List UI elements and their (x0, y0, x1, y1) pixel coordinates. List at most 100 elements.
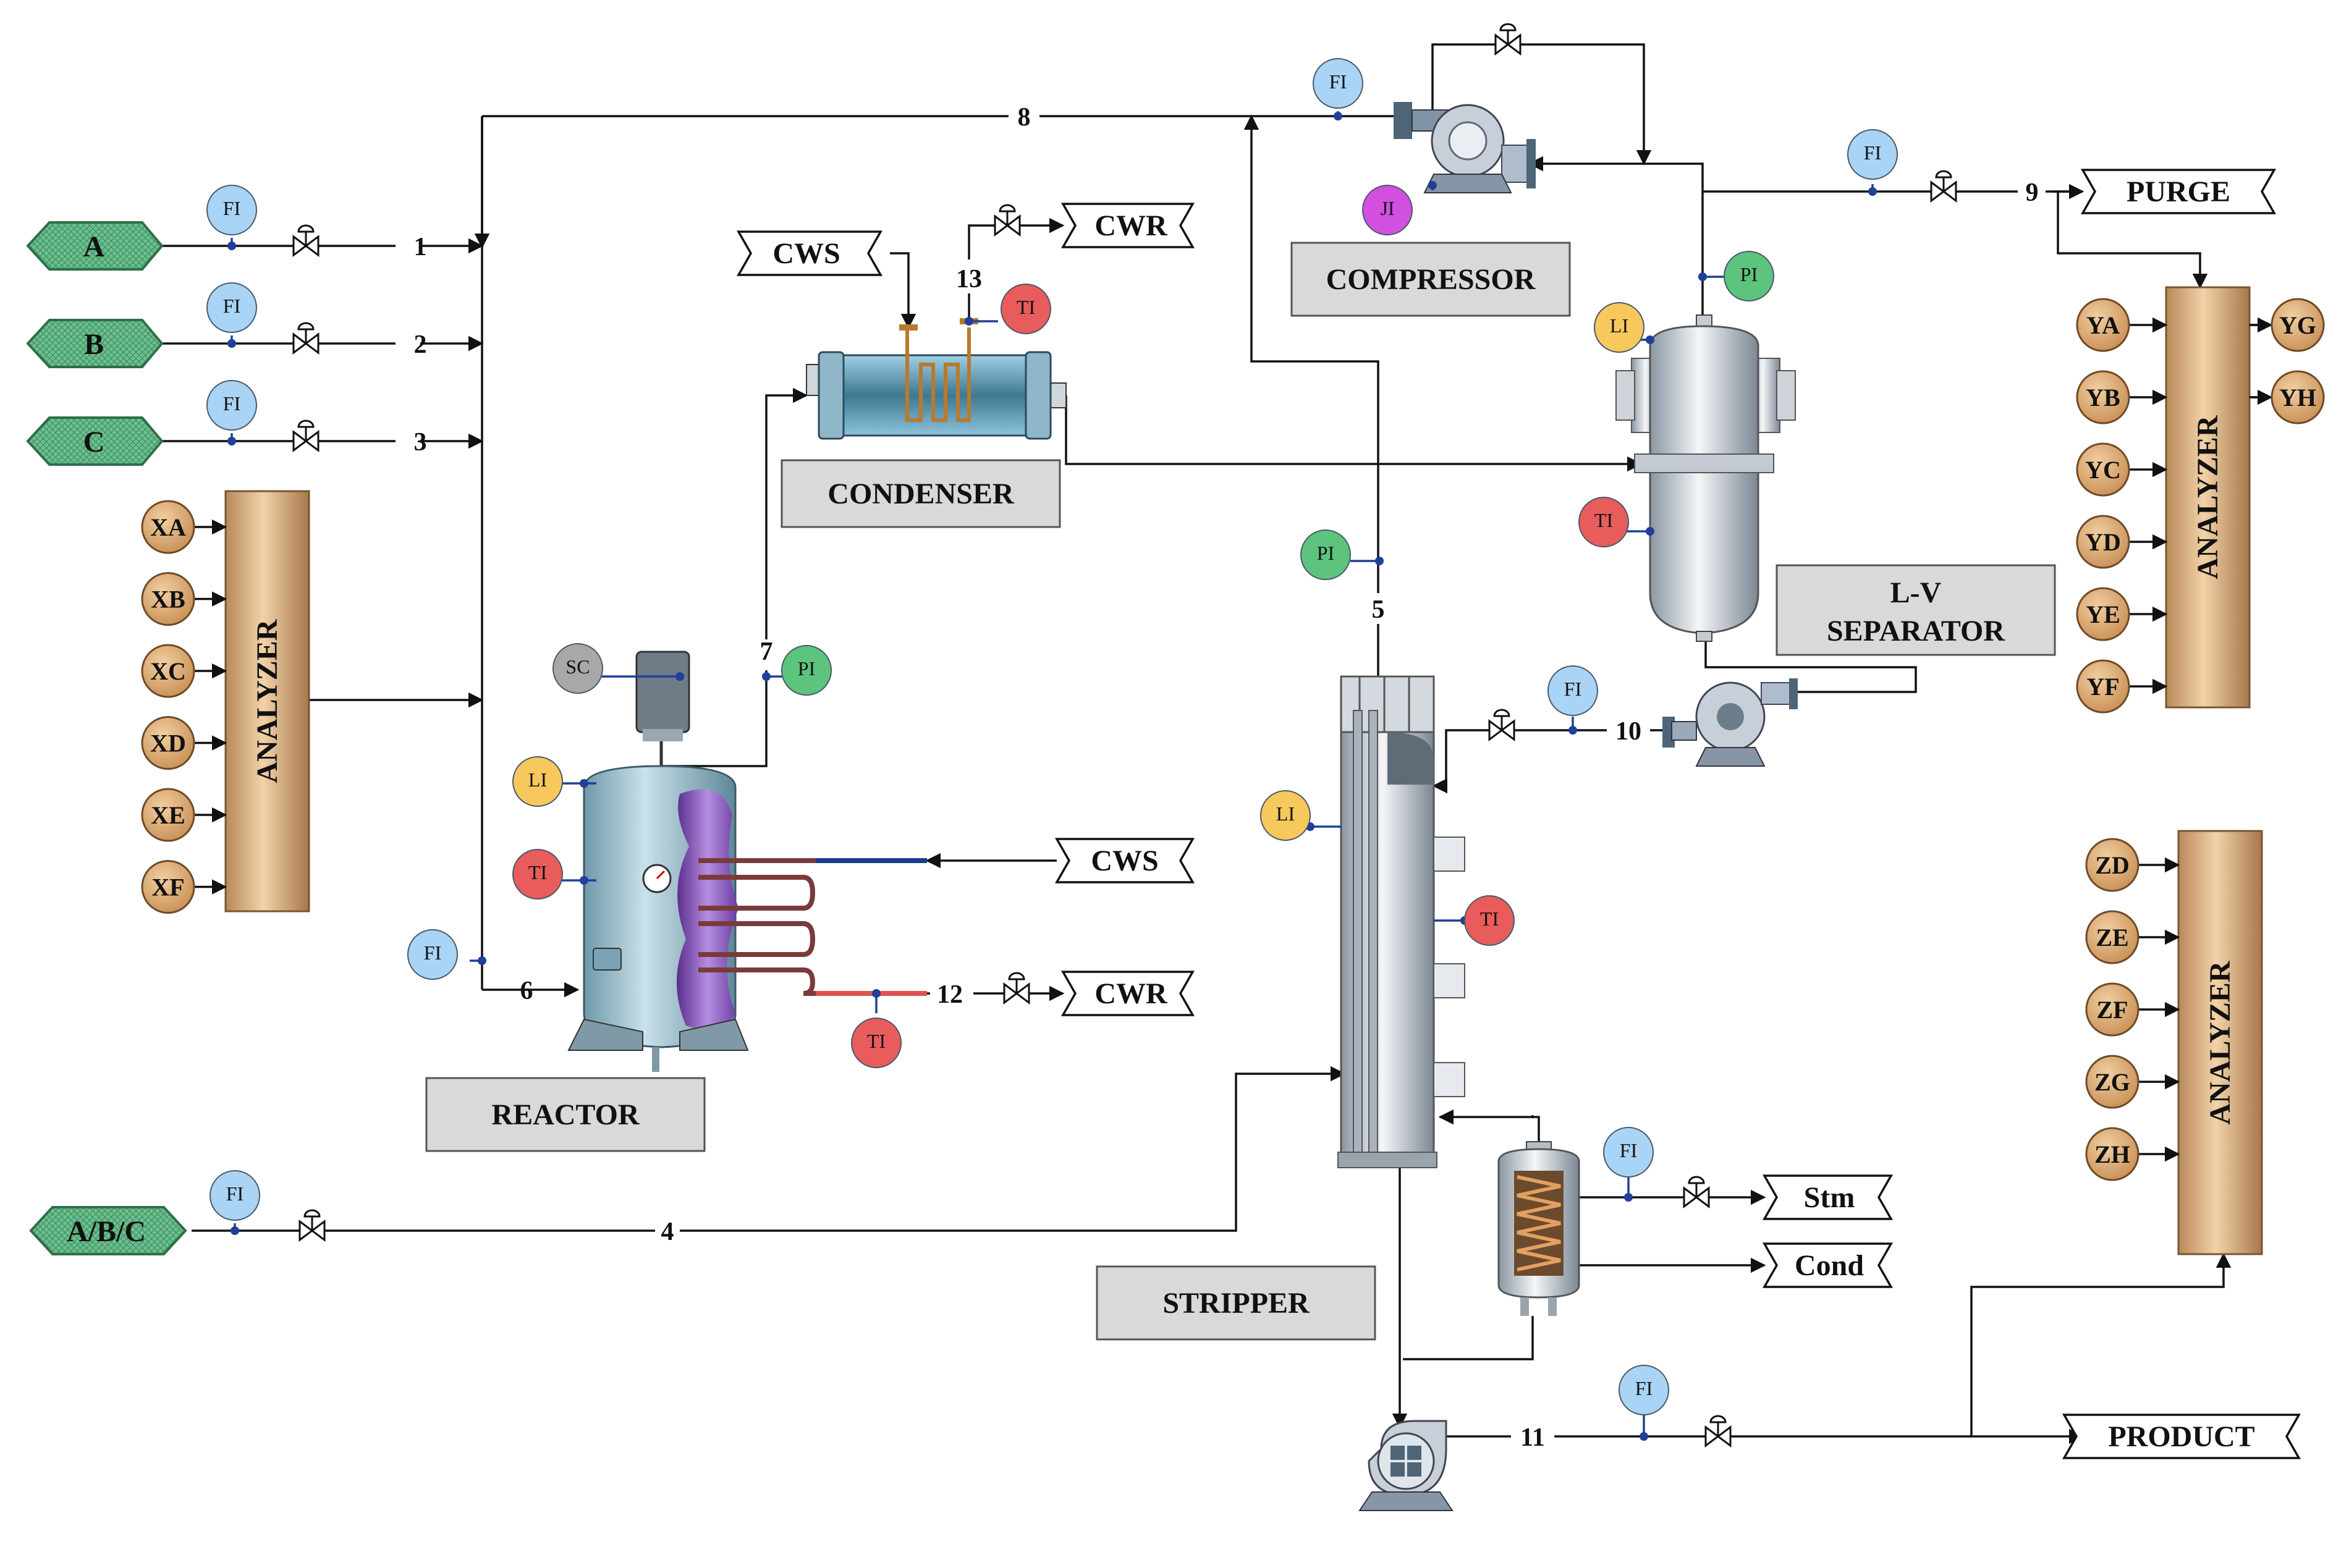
svg-text:YH: YH (2279, 384, 2316, 411)
tap-point (1646, 335, 1654, 344)
condenser-label: CONDENSER (827, 478, 1015, 510)
svg-text:CWS: CWS (772, 237, 840, 270)
stream-numbers: 1 2 3 4 5 6 7 8 9 10 11 12 13 (396, 99, 2046, 1454)
tap-point (1646, 527, 1654, 536)
tap-point (231, 1226, 239, 1235)
stream-5-label: 5 (1372, 596, 1385, 624)
svg-text:FI: FI (223, 295, 240, 317)
flag-cond: Cond (1762, 1242, 1894, 1288)
stream-2-label: 2 (414, 331, 427, 359)
feed-a-label: A (83, 230, 105, 263)
feed-sources: A B C A/B/C (26, 221, 187, 1255)
svg-text:XA: XA (150, 513, 186, 541)
svg-text:FI: FI (223, 197, 240, 219)
analyzer-tag-yd: YD (2076, 515, 2168, 569)
svg-text:JI: JI (1380, 197, 1394, 219)
fi-product: FI (1619, 1365, 1669, 1415)
stream-9-label: 9 (2026, 179, 2039, 207)
valve-cwr-condenser (994, 204, 1021, 237)
fi-steam: FI (1603, 1127, 1654, 1178)
stripper-label: STRIPPER (1162, 1287, 1310, 1320)
analyzer-tag-yc: YC (2076, 442, 2168, 497)
analyzer-tag-yb: YB (2076, 370, 2168, 424)
valve-bypass (1494, 23, 1522, 56)
separator-label-line2: SEPARATOR (1827, 615, 2005, 647)
stream-13-label: 13 (956, 265, 982, 293)
separator-label-line1: L-V (1890, 576, 1942, 609)
process-lines (162, 43, 2273, 1444)
tap-point (1334, 112, 1342, 120)
flag-purge: PURGE (2080, 169, 2277, 214)
analyzer-tag-yg: YG (2250, 298, 2326, 352)
svg-text:ZE: ZE (2096, 924, 2128, 951)
reactor-label: REACTOR (491, 1098, 640, 1131)
analyzer-tag-xe: XE (141, 788, 227, 842)
svg-text:ZD: ZD (2095, 851, 2130, 879)
svg-text:LI: LI (1276, 803, 1295, 825)
analyzer-z-tags: ZD ZE ZF ZG ZH (2085, 838, 2180, 1181)
svg-text:XB: XB (151, 586, 185, 613)
svg-text:FI: FI (1864, 141, 1881, 164)
svg-text:XC: XC (150, 657, 186, 685)
svg-text:XF: XF (151, 874, 184, 901)
analyzer-tag-yf: YF (2076, 659, 2168, 714)
tap-point (1698, 272, 1707, 281)
analyzer-tag-ze: ZE (2085, 910, 2180, 964)
feed-b-label: B (84, 328, 104, 361)
fi-stream-10: FI (1547, 665, 1598, 716)
svg-text:CWR: CWR (1094, 209, 1168, 242)
reboiler (1497, 1141, 1580, 1316)
svg-text:LI: LI (528, 769, 547, 791)
compressor-name-box: COMPRESSOR (1290, 242, 1571, 317)
separator-pump (1662, 678, 1798, 767)
valve-product (1704, 1415, 1732, 1448)
svg-text:ZF: ZF (2096, 996, 2128, 1024)
analyzer-tag-xf: XF (141, 860, 227, 914)
svg-text:SC: SC (565, 655, 590, 678)
tap-point (762, 672, 771, 681)
analyzer-y-label: ANALYZER (2191, 415, 2224, 579)
svg-text:PI: PI (798, 657, 815, 680)
stream-10-label: 10 (1615, 717, 1641, 746)
analyzer-x: ANALYZER (224, 490, 310, 913)
tap-point (1375, 557, 1384, 565)
flag-cws-reactor: CWS (1054, 838, 1195, 883)
valve-feed-b (292, 322, 320, 355)
separator-name-box: L-V SEPARATOR (1776, 564, 2056, 656)
fi-feed-b: FI (206, 282, 257, 333)
pi-stream-5: PI (1300, 529, 1351, 580)
analyzer-z-label: ANALYZER (2204, 960, 2237, 1124)
svg-text:TI: TI (1480, 908, 1499, 930)
ti-reactor: TI (512, 849, 563, 900)
svg-text:TI: TI (1017, 296, 1035, 318)
stream-3-label: 3 (414, 428, 427, 457)
stream-7-label: 7 (760, 638, 773, 666)
analyzer-tag-xa: XA (141, 500, 227, 554)
fi-stream-6: FI (407, 929, 458, 980)
stream-8-label: 8 (1018, 103, 1031, 132)
feed-c-label: C (83, 426, 105, 458)
analyzer-tag-yh: YH (2250, 370, 2326, 424)
svg-text:TI: TI (528, 861, 547, 883)
svg-text:YA: YA (2086, 311, 2120, 339)
product-pump (1358, 1420, 1454, 1511)
svg-text:TI: TI (1594, 509, 1613, 531)
flag-cwr-condenser: CWR (1060, 203, 1195, 248)
sc-reactor-motor: SC (552, 643, 603, 694)
tap-point (580, 779, 588, 788)
analyzer-tag-zd: ZD (2085, 838, 2180, 892)
fi-purge: FI (1847, 129, 1898, 180)
stream-4-label: 4 (661, 1218, 674, 1246)
analyzer-y: ANALYZER (2165, 286, 2251, 709)
svg-text:ZH: ZH (2094, 1140, 2130, 1168)
valve-stream-10 (1488, 709, 1515, 741)
svg-text:FI: FI (223, 392, 240, 415)
ti-condenser-cwr: TI (1001, 284, 1051, 334)
svg-text:FI: FI (1329, 70, 1347, 93)
condenser (806, 318, 1067, 440)
tap-point (580, 876, 588, 885)
valve-purge (1930, 170, 1957, 203)
svg-text:ZG: ZG (2094, 1068, 2130, 1096)
